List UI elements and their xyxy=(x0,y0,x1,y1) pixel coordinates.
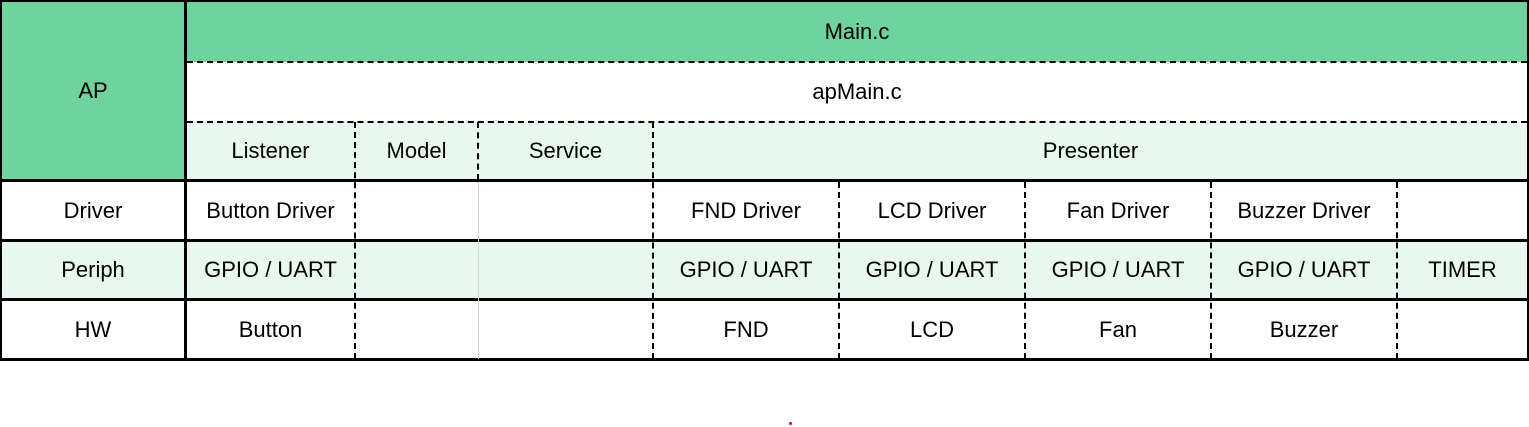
border-label-column xyxy=(184,0,187,361)
architecture-diagram: AP Driver Periph HW Main.c apMain.c List… xyxy=(0,0,1529,361)
hw-row-fill xyxy=(0,300,1529,360)
modules-row-fill xyxy=(186,122,1529,180)
periph-row-fill xyxy=(0,240,1529,300)
main-c-cell: Main.c xyxy=(824,18,890,44)
periph-buzzer: GPIO / UART xyxy=(1237,257,1371,282)
driver-fan: Fan Driver xyxy=(1066,197,1170,223)
border-right xyxy=(1527,0,1529,361)
layer-label-hw: HW xyxy=(74,316,112,342)
periph-timer: TIMER xyxy=(1428,257,1497,282)
layer-label-periph: Periph xyxy=(61,257,125,282)
periph-lcd: GPIO / UART xyxy=(865,257,999,282)
dash-after-listener xyxy=(354,122,356,359)
border-bottom xyxy=(0,358,1529,361)
driver-button: Button Driver xyxy=(206,197,335,223)
periph-button: GPIO / UART xyxy=(204,257,337,282)
hw-buzzer: Buzzer xyxy=(1269,316,1339,342)
dash-below-main xyxy=(187,61,1527,63)
dash-after-fan xyxy=(1210,182,1212,359)
driver-lcd: LCD Driver xyxy=(877,197,987,223)
border-below-driver xyxy=(0,239,1529,242)
hw-button: Button xyxy=(238,316,303,342)
apmain-row-fill xyxy=(186,62,1529,122)
layer-label-driver: Driver xyxy=(63,197,123,223)
border-below-periph xyxy=(0,298,1529,301)
driver-row-fill xyxy=(0,180,1529,240)
periph-fnd: GPIO / UART xyxy=(679,257,813,282)
hw-fnd: FND xyxy=(723,316,769,342)
border-below-ap xyxy=(0,179,1529,182)
grid-after-model xyxy=(478,182,479,359)
module-presenter: Presenter xyxy=(1042,138,1139,163)
border-left xyxy=(0,0,2,361)
dash-after-service xyxy=(652,122,654,359)
dash-after-buzzer xyxy=(1396,182,1398,359)
dash-after-model xyxy=(477,122,479,180)
module-listener: Listener xyxy=(231,138,310,163)
apmain-c-cell: apMain.c xyxy=(812,79,902,104)
module-service: Service xyxy=(528,138,603,163)
dash-after-fnd xyxy=(838,182,840,359)
main-row-fill xyxy=(186,0,1529,62)
driver-buzzer: Buzzer Driver xyxy=(1237,197,1371,223)
hw-fan: Fan xyxy=(1099,316,1137,342)
dash-after-lcd xyxy=(1024,182,1026,359)
layer-label-ap: AP xyxy=(78,77,108,103)
hw-lcd: LCD xyxy=(909,316,954,342)
driver-fnd: FND Driver xyxy=(691,197,801,223)
dash-below-apmain xyxy=(187,121,1527,123)
ap-label-fill xyxy=(0,0,186,180)
border-top xyxy=(0,0,1529,2)
periph-fan: GPIO / UART xyxy=(1051,257,1185,282)
module-model: Model xyxy=(386,138,447,163)
red-dot-marker xyxy=(789,422,792,425)
